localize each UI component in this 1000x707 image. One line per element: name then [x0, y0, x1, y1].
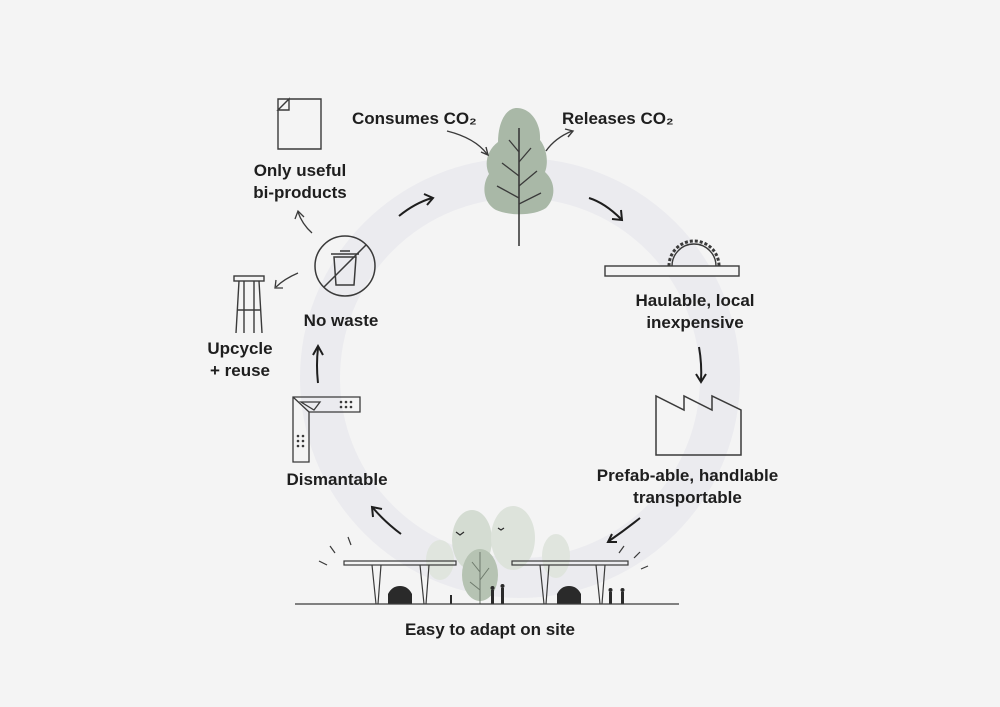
upcycle-label: Upcycle + reuse	[207, 339, 273, 380]
cycle-arrow	[695, 346, 707, 384]
consumes-co2-label: Consumes CO₂	[352, 109, 477, 128]
cycle-arrow	[398, 193, 435, 217]
consumes-co2-arrow	[446, 130, 488, 155]
cycle-arrow	[370, 505, 402, 535]
to-byproducts-arrow	[294, 209, 313, 234]
releases-co2-label: Releases CO₂	[562, 109, 674, 128]
tree-icon	[484, 108, 554, 246]
dismantable-label: Dismantable	[286, 470, 388, 489]
cycle-arrow	[312, 343, 324, 384]
saw-blade-icon	[604, 239, 740, 277]
to-upcycle-arrow	[274, 272, 299, 289]
cycle-arrow	[606, 517, 641, 543]
releases-co2-arrow	[545, 130, 573, 152]
stool-icon	[233, 275, 265, 334]
byproducts-label: Only useful bi-products	[253, 161, 347, 202]
factory-icon	[655, 394, 742, 456]
beam-joint-icon	[292, 396, 361, 463]
haulable-label: Haulable, local inexpensive	[635, 291, 755, 332]
easy-to-adapt-label: Easy to adapt on site	[404, 620, 576, 639]
cycle-arrow	[588, 197, 624, 222]
document-icon	[276, 97, 322, 150]
no-waste-label: No waste	[303, 311, 379, 330]
canopy-structure-icon	[295, 506, 679, 605]
prefab-label: Prefab-able, handlable transportable	[596, 466, 779, 507]
no-trash-icon	[314, 235, 376, 297]
